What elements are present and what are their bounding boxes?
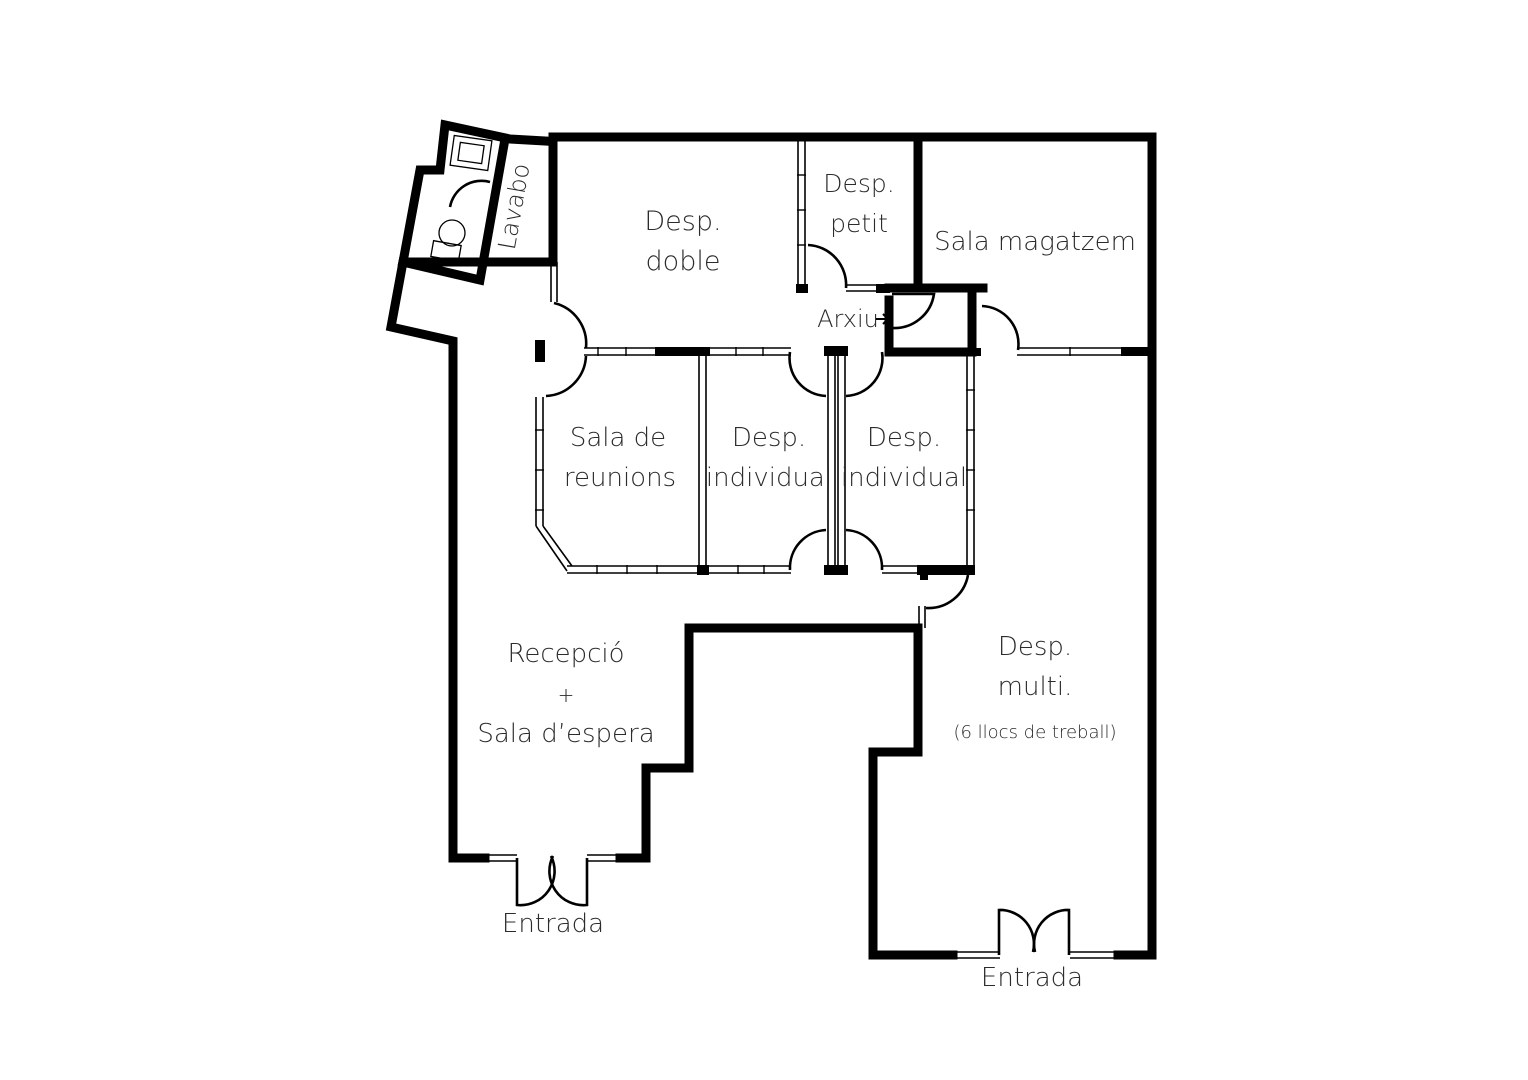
- label-desp-multi-1: Desp.: [998, 632, 1072, 662]
- arrow-right-icon: [876, 313, 890, 325]
- room-labels: Lavabo Desp. doble Desp. petit Sala maga…: [477, 161, 1136, 993]
- label-sala-reunions-2: reunions: [564, 463, 676, 493]
- label-desp-individual-2b: individual: [841, 463, 967, 493]
- label-desp-multi-note: (6 llocs de treball): [953, 722, 1116, 743]
- label-desp-doble-2: doble: [646, 246, 721, 277]
- label-desp-individual-2a: Desp.: [867, 423, 941, 453]
- label-desp-individual-1b: individual: [706, 463, 832, 493]
- doors: [448, 179, 1071, 955]
- label-sala-reunions-1: Sala de: [570, 423, 666, 453]
- exterior-walls: [385, 119, 1157, 960]
- label-arxiu: Arxiu: [817, 305, 879, 333]
- label-desp-doble-1: Desp.: [644, 206, 721, 237]
- label-recepcio-2: +: [558, 683, 575, 707]
- label-desp-petit-1: Desp.: [823, 169, 894, 198]
- label-desp-petit-2: petit: [830, 209, 888, 238]
- label-entrada-2: Entrada: [981, 963, 1083, 993]
- interior-walls: [535, 132, 1153, 580]
- label-entrada-1: Entrada: [502, 909, 604, 939]
- label-desp-individual-1a: Desp.: [732, 423, 806, 453]
- washbasin-icon: [449, 134, 493, 172]
- label-desp-multi-2: multi.: [998, 672, 1073, 702]
- label-sala-magatzem: Sala magatzem: [934, 227, 1136, 257]
- partitions: [485, 141, 1121, 959]
- label-recepcio-3: Sala d’espera: [477, 719, 654, 749]
- toilet-icon: [430, 219, 466, 263]
- label-recepcio-1: Recepció: [507, 639, 624, 669]
